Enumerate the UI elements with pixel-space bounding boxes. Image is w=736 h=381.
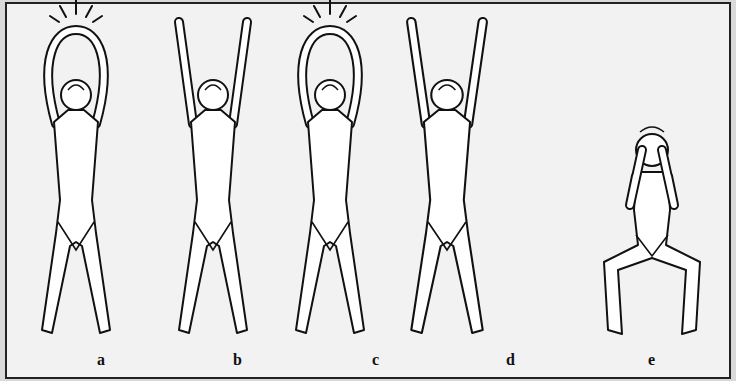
figure-letter: e (648, 352, 655, 368)
figure-letter: d (506, 352, 515, 368)
figure-letter: b (233, 352, 242, 368)
figure-letter: c (372, 352, 379, 368)
figure-letter: a (97, 352, 105, 368)
